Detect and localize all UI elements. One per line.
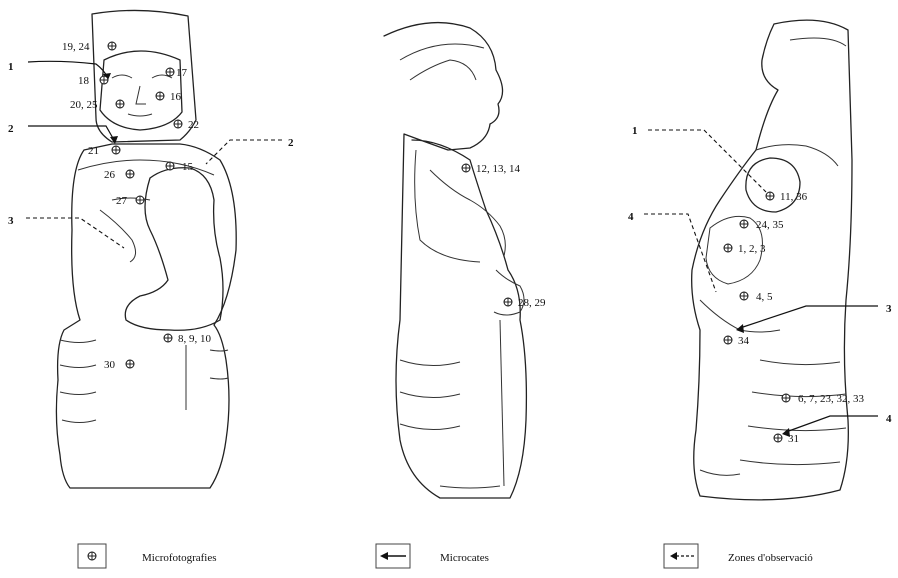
point-label: 19, 24: [62, 41, 90, 53]
point-20-25: [116, 100, 124, 108]
point-15: [166, 162, 174, 170]
point-label: 4, 5: [756, 291, 773, 303]
zone-path-front-2b: [206, 140, 282, 164]
point-label: 34: [738, 335, 750, 347]
point-17: [166, 68, 174, 76]
legend-label-microfotografies: Microfotografies: [142, 552, 217, 564]
point-label: 12, 13, 14: [476, 163, 521, 175]
point-31: [774, 434, 782, 442]
point-26: [126, 170, 134, 178]
zone-label-3q-3: 3: [886, 303, 892, 315]
point-label: 27: [116, 195, 128, 207]
point-label: 15: [182, 161, 194, 173]
point-27: [136, 196, 144, 204]
point-24-35: [740, 220, 748, 228]
point-label: 8, 9, 10: [178, 333, 212, 345]
point-label: 20, 25: [70, 99, 98, 111]
zone-label-3q-4: 4: [628, 211, 634, 223]
point-label: 22: [188, 119, 199, 131]
zone-path-3q-1: [648, 130, 766, 192]
three-quarter-view-figure: [692, 20, 852, 500]
point-label: 16: [170, 91, 182, 103]
point-label: 1, 2, 3: [738, 243, 766, 255]
point-4-5: [740, 292, 748, 300]
point-label: 30: [104, 359, 116, 371]
point-label: 18: [78, 75, 90, 87]
microcata-arrow-1: [28, 61, 108, 78]
point-label: 28, 29: [518, 297, 546, 309]
zone-label-front-2b: 2: [288, 137, 294, 149]
point-label: 6, 7, 23, 32, 33: [798, 393, 865, 405]
legend: Microfotografies Microcates Zones d'obse…: [78, 544, 813, 568]
point-16: [156, 92, 164, 100]
point-18: [100, 76, 108, 84]
point-30: [126, 360, 134, 368]
point-1-2-3: [724, 244, 732, 252]
zone-path-front-3: [26, 218, 124, 248]
point-label: 24, 35: [756, 219, 784, 231]
point-22: [174, 120, 182, 128]
point-28-29: [504, 298, 512, 306]
point-label: 26: [104, 169, 116, 181]
point-label: 17: [176, 67, 188, 79]
microphoto-symbol-icon: [88, 552, 96, 560]
zone-label-3q-1: 1: [632, 125, 638, 137]
microcata-arrow-3: [740, 306, 878, 328]
point-label: 21: [88, 145, 99, 157]
legend-label-zones: Zones d'observació: [728, 552, 813, 564]
zone-label-front-2: 2: [8, 123, 14, 135]
legend-label-microcates: Microcates: [440, 552, 489, 564]
side-view-figure: [384, 23, 526, 498]
point-11-36: [766, 192, 774, 200]
point-8-9-10: [164, 334, 172, 342]
point-label: 11, 36: [780, 191, 808, 203]
zone-label-3q-4b: 4: [886, 413, 892, 425]
zone-label-front-3: 3: [8, 215, 14, 227]
point-label: 31: [788, 433, 799, 445]
point-19-24: [108, 42, 116, 50]
point-12-13-14: [462, 164, 470, 172]
zone-label-front-1: 1: [8, 61, 14, 73]
point-6-7-23-32-33: [782, 394, 790, 402]
point-21: [112, 146, 120, 154]
point-34: [724, 336, 732, 344]
